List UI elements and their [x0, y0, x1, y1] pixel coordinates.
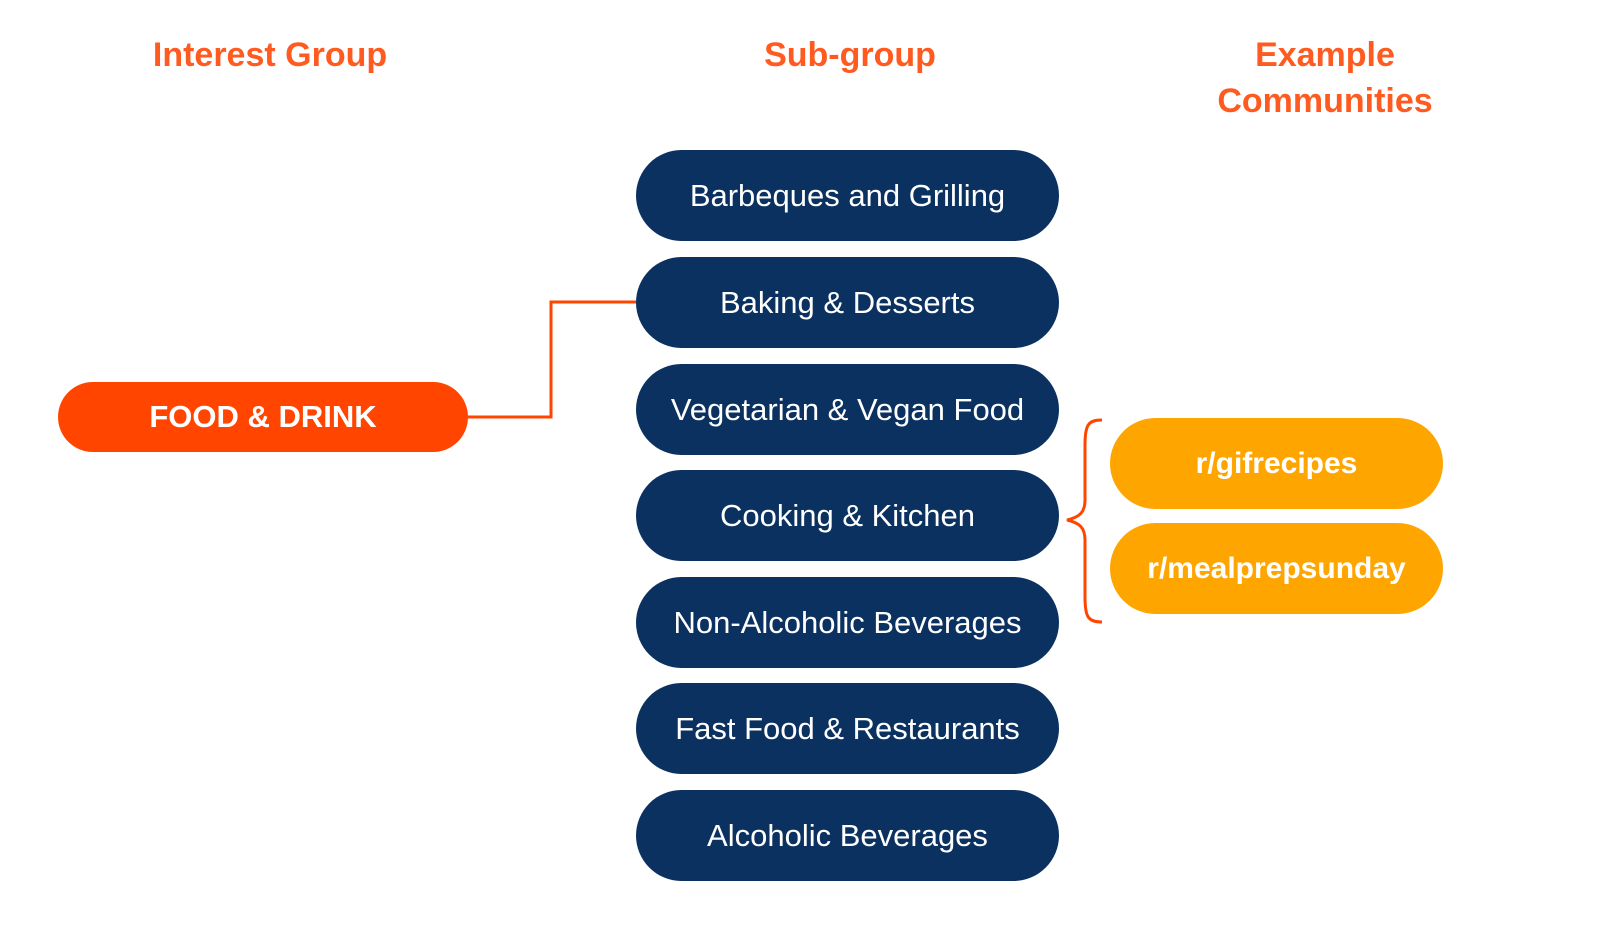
header-sub-group: Sub-group [764, 36, 936, 74]
subgroup-barbeques-grilling: Barbeques and Grilling [636, 150, 1059, 241]
example-communities-brace [1066, 418, 1103, 624]
interest-to-subgroup-connector [468, 300, 636, 419]
subgroup-baking-desserts: Baking & Desserts [636, 257, 1059, 348]
subgroup-non-alcoholic-beverages: Non-Alcoholic Beverages [636, 577, 1059, 668]
subgroup-cooking-kitchen: Cooking & Kitchen [636, 470, 1059, 561]
interest-group-food-drink: FOOD & DRINK [58, 382, 468, 452]
header-example-communities: Example Communities [1217, 36, 1433, 120]
subgroup-fast-food-restaurants: Fast Food & Restaurants [636, 683, 1059, 774]
example-community-gifrecipes: r/gifrecipes [1110, 418, 1443, 509]
subgroup-vegetarian-vegan: Vegetarian & Vegan Food [636, 364, 1059, 455]
header-interest-group: Interest Group [152, 36, 388, 74]
example-community-mealprepsunday: r/mealprepsunday [1110, 523, 1443, 614]
subgroup-alcoholic-beverages: Alcoholic Beverages [636, 790, 1059, 881]
